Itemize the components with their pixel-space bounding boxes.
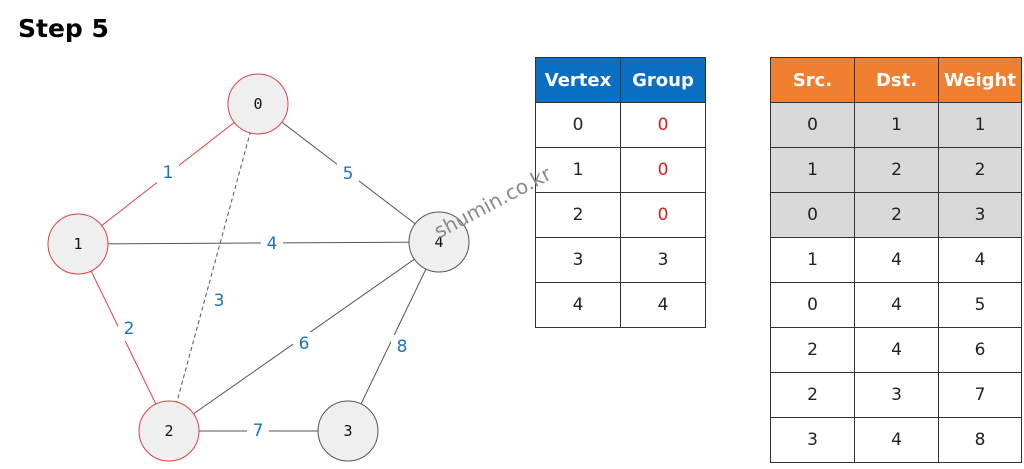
edge-weight-label: 7 <box>253 421 264 441</box>
edge-label-background <box>247 419 269 443</box>
edge-weight-label: 4 <box>267 234 278 254</box>
src-cell: 0 <box>770 192 855 238</box>
weight-cell: 4 <box>938 237 1022 283</box>
edge-weight-label: 2 <box>124 319 135 339</box>
kruskal-graph: 1 2 3 4 5 6 7 8 0 1 2 3 4 <box>47 73 470 462</box>
node-1 <box>47 213 109 275</box>
header-weight: Weight <box>938 57 1022 103</box>
group-cell: 0 <box>620 192 706 238</box>
vertex-cell: 1 <box>535 147 621 193</box>
vertex-cell: 3 <box>535 237 621 283</box>
edge-weight-label: 1 <box>163 163 174 183</box>
node-label: 4 <box>434 233 443 251</box>
group-cell: 4 <box>620 282 706 328</box>
edge-label-background <box>337 162 359 186</box>
edge-label-background <box>208 289 230 313</box>
src-cell: 3 <box>770 417 855 463</box>
header-group: Group <box>620 57 706 103</box>
weight-cell: 7 <box>938 372 1022 418</box>
node-0 <box>227 73 289 135</box>
group-cell: 0 <box>620 147 706 193</box>
edge-label-background <box>118 317 140 341</box>
node-label: 0 <box>253 95 262 113</box>
dst-cell: 4 <box>854 327 939 373</box>
src-cell: 0 <box>770 102 855 148</box>
vertex-cell: 2 <box>535 192 621 238</box>
weight-cell: 8 <box>938 417 1022 463</box>
node-label: 1 <box>73 235 82 253</box>
weight-cell: 5 <box>938 282 1022 328</box>
node-label: 2 <box>164 422 173 440</box>
node-3 <box>317 400 379 462</box>
weight-cell: 3 <box>938 192 1022 238</box>
group-cell: 0 <box>620 102 706 148</box>
edge-weight-label: 6 <box>299 334 310 354</box>
node-4 <box>408 211 470 273</box>
dst-cell: 4 <box>854 282 939 328</box>
src-cell: 2 <box>770 327 855 373</box>
weight-cell: 2 <box>938 147 1022 193</box>
edge-1-4 <box>77 241 440 245</box>
dst-cell: 4 <box>854 417 939 463</box>
edge-weight-label: 3 <box>214 291 225 311</box>
edge-0-2 <box>168 103 259 432</box>
node-label: 3 <box>343 422 352 440</box>
edge-weight-label: 8 <box>397 337 408 357</box>
edge-label-background <box>293 332 315 356</box>
dst-cell: 4 <box>854 237 939 283</box>
vertex-cell: 0 <box>535 102 621 148</box>
vertex-cell: 4 <box>535 282 621 328</box>
edge-label-background <box>261 232 283 256</box>
dst-cell: 1 <box>854 102 939 148</box>
edge-label-background <box>157 161 179 185</box>
weight-cell: 6 <box>938 327 1022 373</box>
node-2 <box>138 400 200 462</box>
weight-cell: 1 <box>938 102 1022 148</box>
header-vertex: Vertex <box>535 57 621 103</box>
step-title: Step 5 <box>18 14 109 43</box>
src-cell: 2 <box>770 372 855 418</box>
dst-cell: 3 <box>854 372 939 418</box>
src-cell: 1 <box>770 147 855 193</box>
dst-cell: 2 <box>854 192 939 238</box>
header-dst: Dst. <box>854 57 939 103</box>
group-cell: 3 <box>620 237 706 283</box>
dst-cell: 2 <box>854 147 939 193</box>
header-src: Src. <box>770 57 855 103</box>
src-cell: 1 <box>770 237 855 283</box>
src-cell: 0 <box>770 282 855 328</box>
edge-weight-label: 5 <box>343 164 354 184</box>
edge-label-background <box>391 335 413 359</box>
